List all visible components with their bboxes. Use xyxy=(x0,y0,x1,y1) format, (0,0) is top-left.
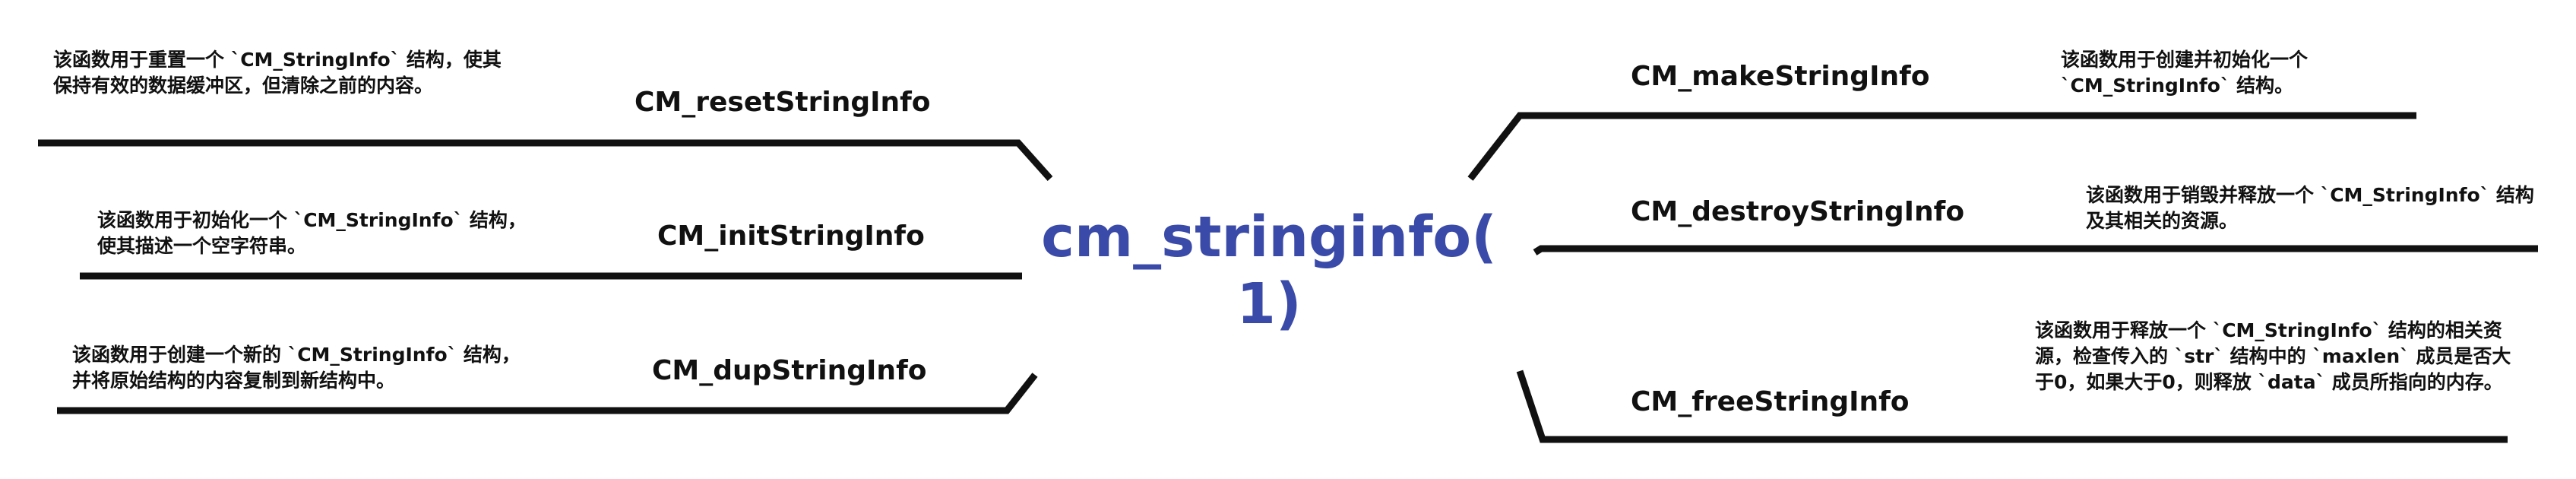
central-topic[interactable]: cm_stringinfo( 1) xyxy=(1041,204,1497,338)
desc-cm-dupstringinfo: 该函数用于创建一个新的 `CM_StringInfo` 结构，并将原始结构的内容… xyxy=(72,344,521,392)
central-topic-line2: 1) xyxy=(1236,271,1302,337)
central-topic-line1: cm_stringinfo( xyxy=(1041,205,1497,270)
topic-cm-dupstringinfo[interactable]: CM_dupStringInfo xyxy=(652,355,927,386)
branch-line-free xyxy=(1516,370,2508,443)
topic-cm-makestringinfo[interactable]: CM_makeStringInfo xyxy=(1631,61,1930,92)
desc-cm-destroystringinfo: 该函数用于销毁并释放一个 `CM_StringInfo` 结构及其相关的资源。 xyxy=(2086,184,2534,232)
branch-line-make xyxy=(1467,112,2416,181)
desc-cm-freestringinfo: 该函数用于释放一个 `CM_StringInfo` 结构的相关资源，检查传入的 … xyxy=(2035,319,2511,393)
desc-cm-makestringinfo: 该函数用于创建并初始化一个 `CM_StringInfo` 结构。 xyxy=(2061,49,2309,97)
branch-line-dup xyxy=(57,373,1038,414)
branch-line-reset xyxy=(38,139,1053,181)
desc-cm-resetstringinfo: 该函数用于重置一个 `CM_StringInfo` 结构，使其保持有效的数据缓冲… xyxy=(53,49,502,97)
topic-cm-initstringinfo[interactable]: CM_initStringInfo xyxy=(657,220,925,252)
topic-cm-resetstringinfo[interactable]: CM_resetStringInfo xyxy=(635,87,931,118)
topic-cm-destroystringinfo[interactable]: CM_destroyStringInfo xyxy=(1631,196,1965,227)
topic-cm-freestringinfo[interactable]: CM_freeStringInfo xyxy=(1631,386,1910,417)
desc-cm-initstringinfo: 该函数用于初始化一个 `CM_StringInfo` 结构，使其描述一个空字符串… xyxy=(97,209,527,257)
branch-line-destroy xyxy=(1533,245,2538,255)
